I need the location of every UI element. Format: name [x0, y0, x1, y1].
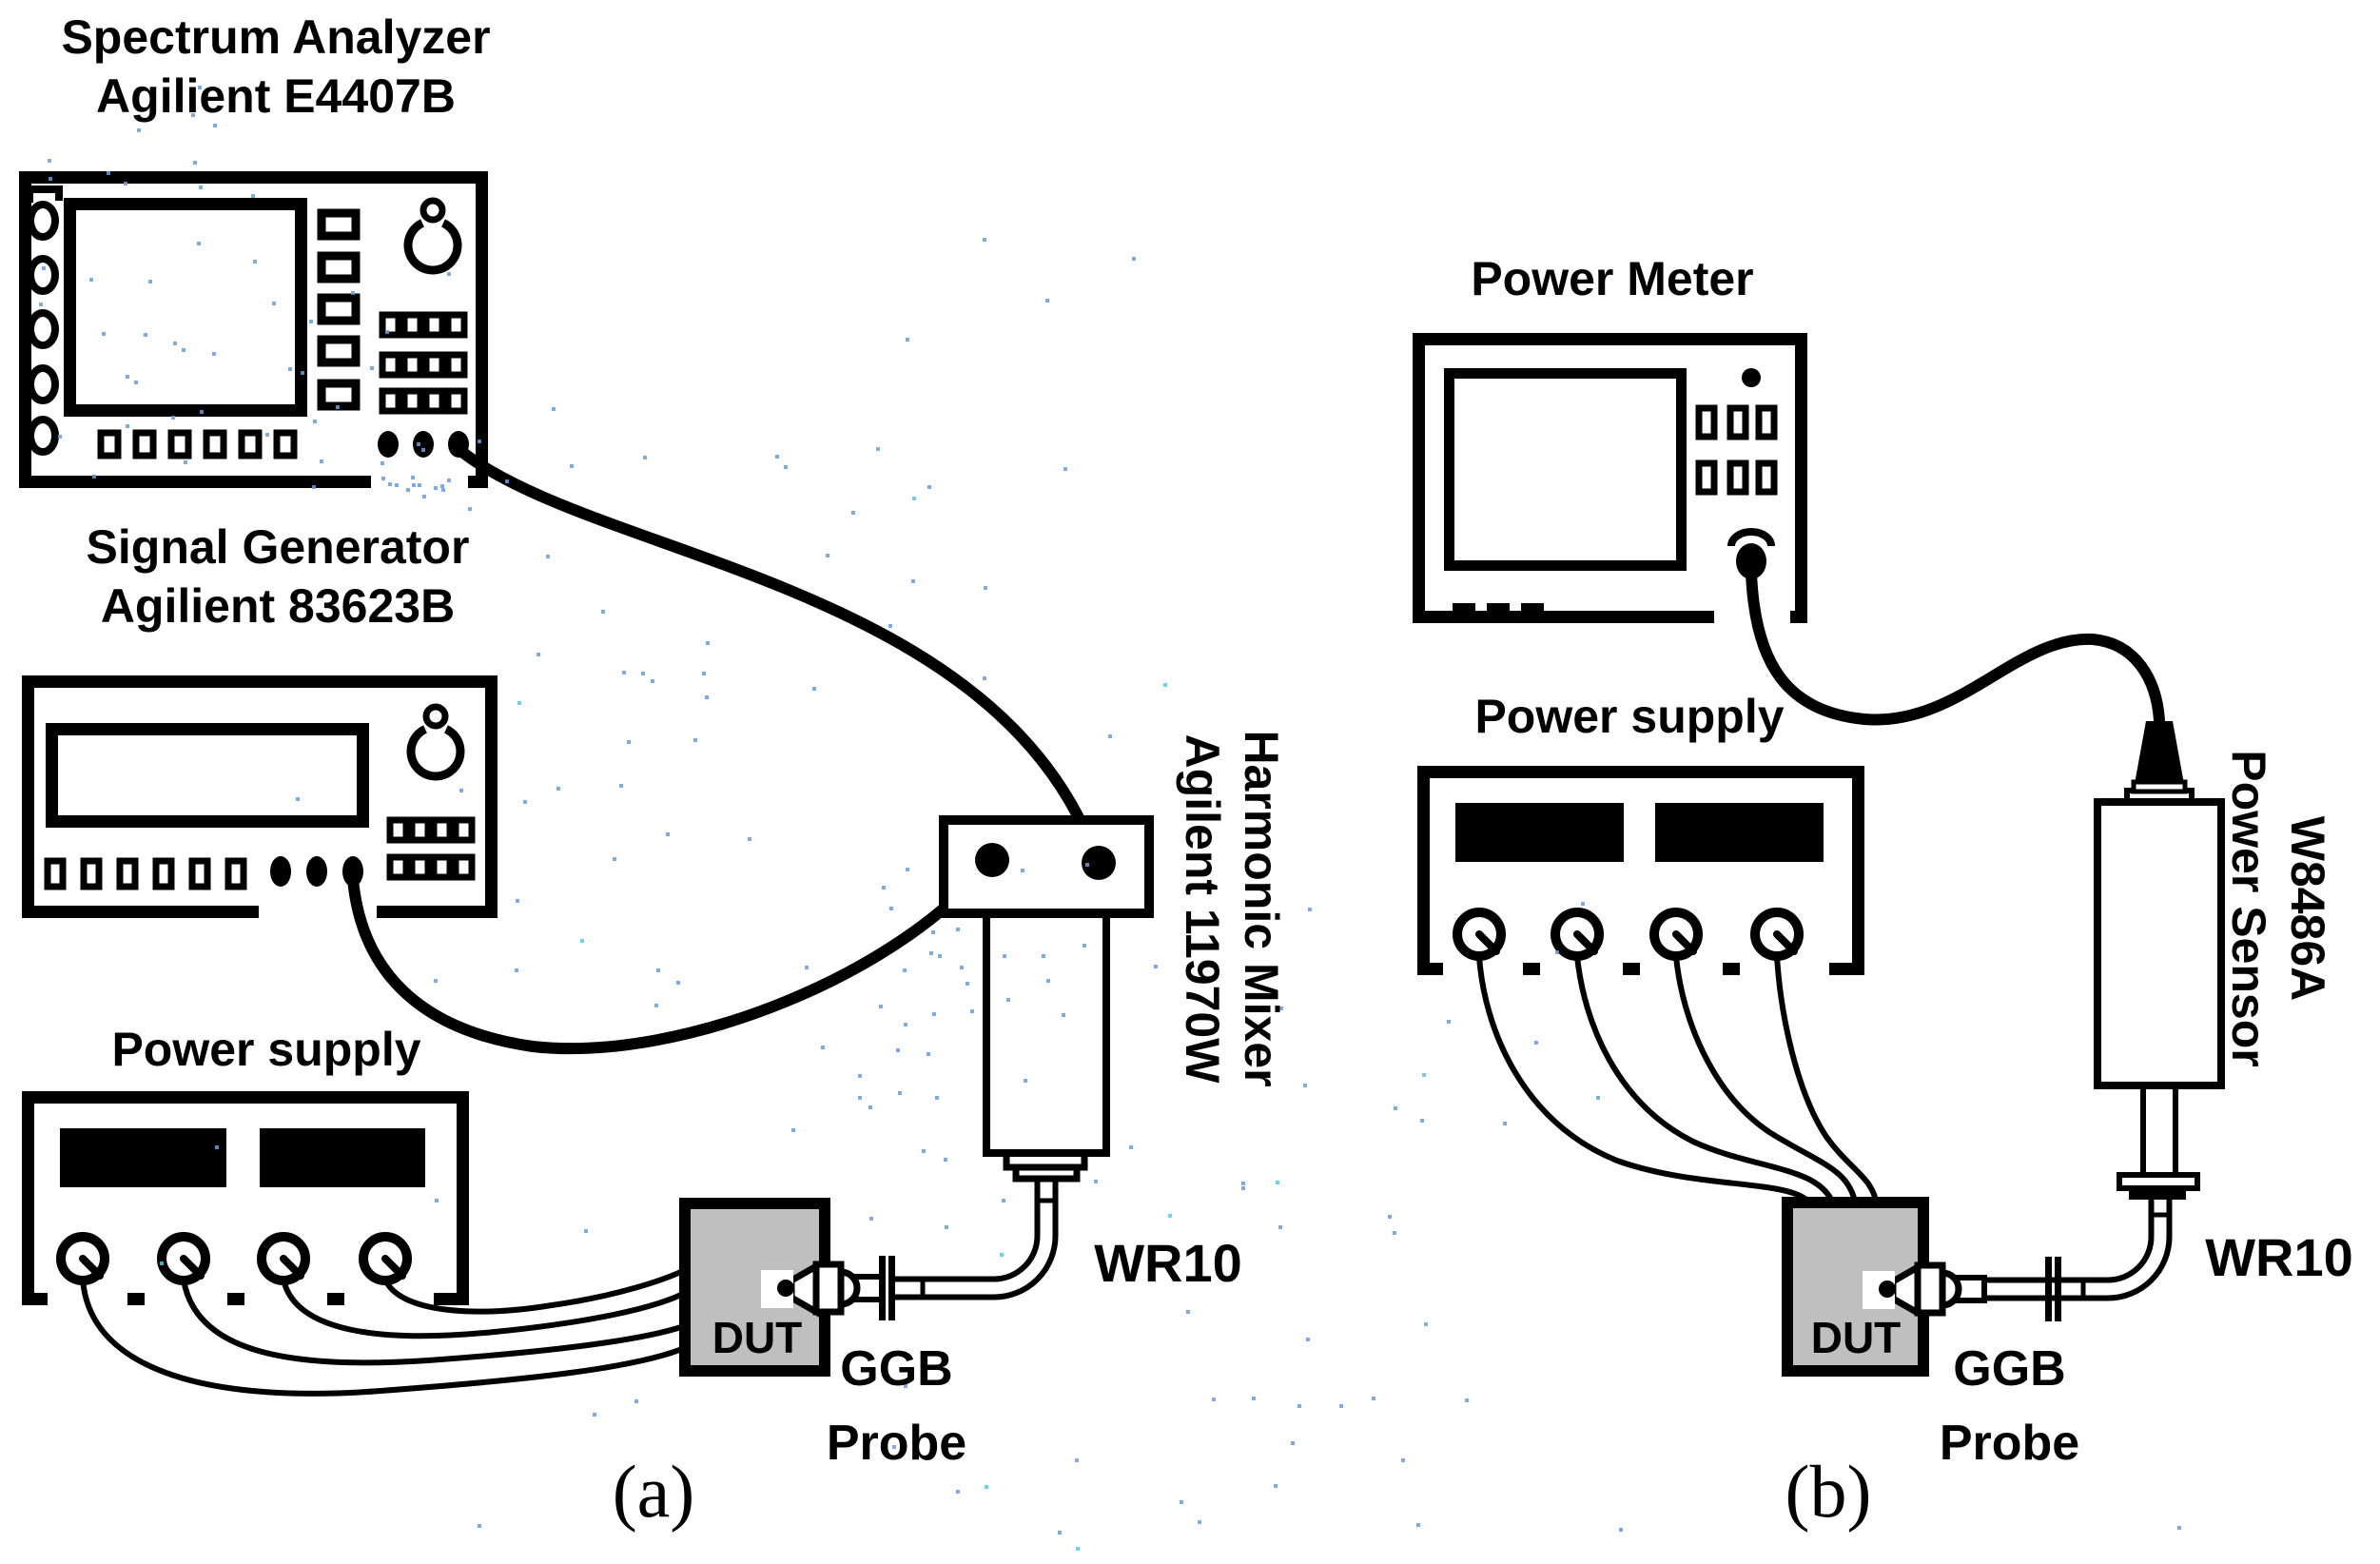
- label-line: Agilent 11970W: [1176, 733, 1229, 1084]
- scan-noise-speckles: [39, 86, 2181, 1551]
- sensor-cable-connector: [2135, 721, 2184, 784]
- power-meter-label: Power Meter: [1375, 249, 1850, 308]
- ggb-probe-b-icon: [1863, 1257, 2061, 1321]
- signal-generator-device-icon: [22, 675, 497, 919]
- label-line: Probe: [826, 1416, 967, 1471]
- rotary-knob-icon: [406, 703, 465, 781]
- power-supply-b-label: Power supply: [1392, 687, 1867, 746]
- sensor-body: [2094, 798, 2225, 1089]
- mixer-if-port: [1082, 846, 1116, 880]
- label-line: GGB: [1953, 1341, 2066, 1397]
- label-line: Spectrum Analyzer: [61, 10, 491, 64]
- label-line: Agilient 83623B: [100, 579, 456, 633]
- panel-b-drawing: [1413, 333, 2225, 1377]
- wr10-a-label: WR10: [1094, 1233, 1242, 1293]
- dut-b-label: DUT: [1810, 1313, 1902, 1362]
- keypad-buttons: [379, 311, 468, 415]
- power-meter-device-icon: [1413, 333, 1807, 624]
- mixer-body: [983, 909, 1110, 1157]
- label-line: Power Sensor: [2222, 750, 2275, 1067]
- front-buttons-row: [44, 857, 247, 890]
- ggb-probe-a-label: GGB Probe: [804, 1332, 989, 1480]
- ggb-probe-b-label: GGB Probe: [1917, 1332, 2102, 1480]
- display-window: [1655, 803, 1824, 862]
- panel-a-drawing: [19, 171, 1154, 1397]
- harmonic-mixer-icon: [939, 815, 1154, 1183]
- power-sensor-label: W8486A Power Sensor: [2219, 690, 2337, 1127]
- wr10-waveguide-a-icon: [892, 1172, 1059, 1300]
- display-window: [60, 1128, 226, 1187]
- wr10-b-label: WR10: [2205, 1227, 2353, 1287]
- corner-bracket-icon: [26, 186, 63, 203]
- label-line: Agilient E4407B: [96, 69, 456, 123]
- label-line: Signal Generator: [86, 520, 470, 574]
- label-line: W8486A: [2281, 815, 2334, 1002]
- display-window: [1455, 803, 1624, 862]
- indicator-led-icon: [1742, 368, 1761, 387]
- label-line: Probe: [1939, 1416, 2080, 1471]
- panel-b-caption: (b): [1785, 1450, 1872, 1533]
- ggb-probe-a-icon: [761, 1256, 895, 1320]
- probe-tip-icon: [1879, 1281, 1896, 1298]
- meter-buttons: [1695, 404, 1778, 496]
- mixer-head: [939, 815, 1154, 918]
- power-supply-b-knobs: [1453, 908, 1804, 961]
- display-window: [260, 1128, 425, 1187]
- generator-screen: [46, 723, 369, 828]
- label-line: Power supply: [1474, 690, 1785, 743]
- label-line: Harmonic Mixer: [1235, 730, 1288, 1087]
- rotary-knob-icon: [403, 197, 462, 275]
- vent-dashes: [1453, 603, 1544, 612]
- front-panel-knobs: [27, 201, 59, 456]
- supply-to-dut-wires: [1476, 955, 1880, 1208]
- generator-to-mixer-cable: [347, 858, 993, 1055]
- panel-a-caption: (a): [612, 1450, 695, 1533]
- softkey-buttons: [317, 208, 361, 411]
- label-line: Power supply: [111, 1023, 421, 1076]
- power-supply-a-knobs: [56, 1232, 412, 1285]
- power-sensor-icon: [2094, 721, 2225, 1200]
- supply-to-dut-wires: [80, 1266, 689, 1397]
- signal-generator-label: Signal Generator Agilient 83623B: [40, 518, 516, 635]
- spectrum-analyzer-device-icon: [19, 171, 488, 489]
- sensor-input-connector: [1727, 528, 1775, 579]
- meter-to-sensor-cable: [1746, 567, 2165, 726]
- analyzer-to-mixer-cable: [453, 443, 1100, 857]
- dut-a-label: DUT: [712, 1313, 803, 1362]
- meter-screen: [1444, 368, 1687, 571]
- probe-tip-icon: [777, 1280, 794, 1297]
- label-line: Power Meter: [1471, 252, 1754, 305]
- label-line: GGB: [840, 1341, 953, 1397]
- mixer-lo-port: [975, 843, 1009, 877]
- wr10-waveguide-b-icon: [1952, 1195, 2173, 1301]
- spectrum-analyzer-label: Spectrum Analyzer Agilient E4407B: [38, 8, 514, 126]
- power-supply-a-label: Power supply: [29, 1020, 504, 1079]
- analyzer-screen: [64, 198, 307, 417]
- keypad-buttons: [386, 816, 476, 881]
- harmonic-mixer-label: Harmonic Mixer Agilent 11970W: [1173, 690, 1291, 1127]
- bottom-buttons: [97, 429, 298, 459]
